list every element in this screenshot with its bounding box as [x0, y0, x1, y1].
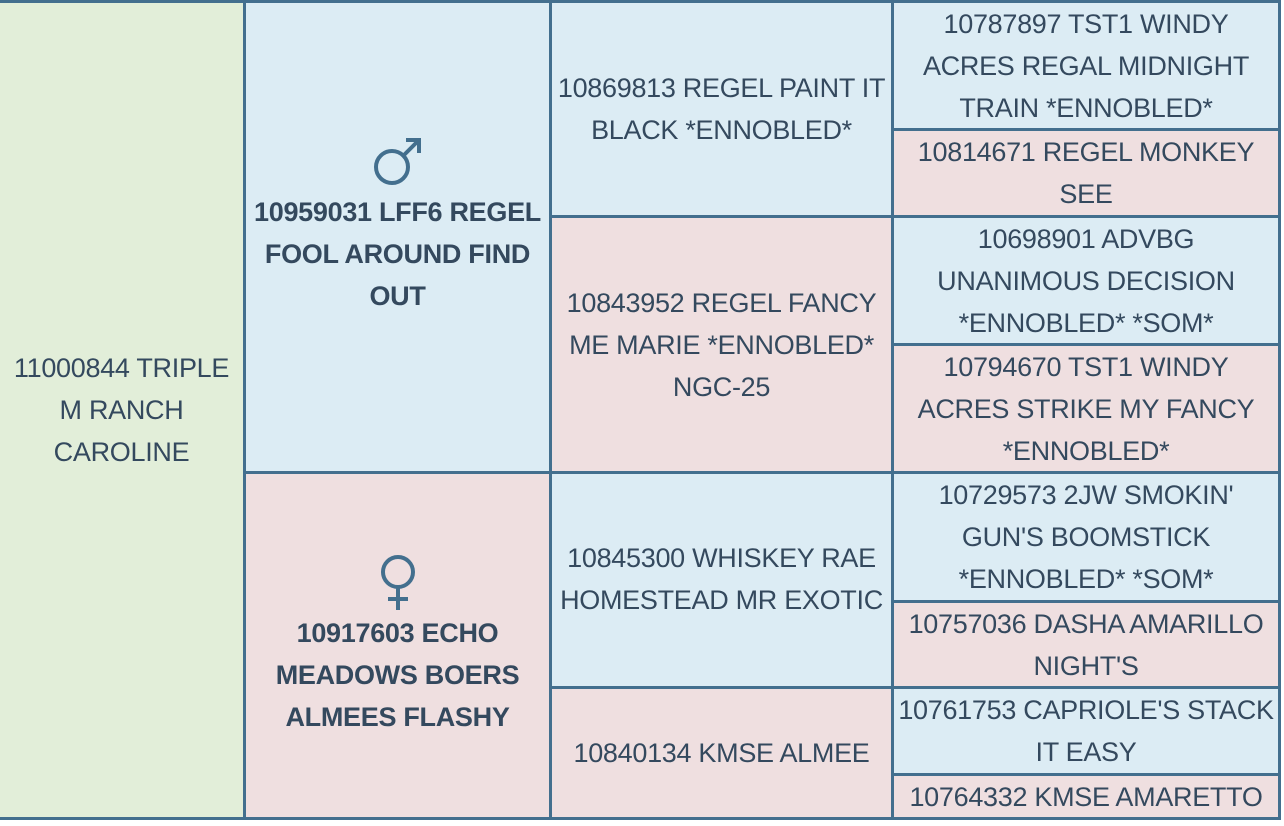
sire-cell[interactable]: 10959031 LFF6 REGEL FOOL AROUND FIND OUT: [246, 3, 549, 471]
sire-label: 10959031 LFF6 REGEL FOOL AROUND FIND OUT: [254, 197, 541, 311]
great-grandparent-label: 10814671 REGEL MONKEY SEE: [917, 137, 1255, 209]
grandparent-cell[interactable]: 10840134 KMSE ALMEE: [552, 689, 891, 817]
great-grandparent-cell[interactable]: 10814671 REGEL MONKEY SEE: [894, 131, 1278, 215]
subject-label: 11000844 TRIPLE M RANCH CAROLINE: [13, 353, 230, 467]
great-grandparent-label: 10729573 2JW SMOKIN' GUN'S BOOMSTICK *EN…: [938, 480, 1234, 594]
male-symbol-icon: [373, 138, 421, 185]
dam-cell[interactable]: 10917603 ECHO MEADOWS BOERS ALMEES FLASH…: [246, 474, 549, 817]
great-grandparent-label: 10761753 CAPRIOLE'S STACK IT EASY: [898, 695, 1274, 767]
grandparent-label: 10845300 WHISKEY RAE HOMESTEAD MR EXOTIC: [560, 543, 883, 615]
grandparent-cell[interactable]: 10845300 WHISKEY RAE HOMESTEAD MR EXOTIC: [552, 474, 891, 686]
great-grandparent-cell[interactable]: 10787897 TST1 WINDY ACRES REGAL MIDNIGHT…: [894, 3, 1278, 128]
great-grandparent-cell[interactable]: 10764332 KMSE AMARETTO: [894, 776, 1278, 817]
female-symbol-icon: [380, 554, 415, 610]
great-grandparent-cell[interactable]: 10794670 TST1 WINDY ACRES STRIKE MY FANC…: [894, 346, 1278, 471]
great-grandparent-label: 10794670 TST1 WINDY ACRES STRIKE MY FANC…: [917, 351, 1255, 466]
great-grandparent-cell[interactable]: 10761753 CAPRIOLE'S STACK IT EASY: [894, 689, 1278, 773]
grandparent-label: 10843952 REGEL FANCY ME MARIE *ENNOBLED*…: [566, 287, 877, 402]
great-grandparent-label: 10787897 TST1 WINDY ACRES REGAL MIDNIGHT…: [922, 8, 1250, 123]
grandparent-label: 10869813 REGEL PAINT IT BLACK *ENNOBLED*: [557, 73, 886, 145]
dam-label: 10917603 ECHO MEADOWS BOERS ALMEES FLASH…: [275, 617, 520, 732]
great-grandparent-cell[interactable]: 10698901 ADVBG UNANIMOUS DECISION *ENNOB…: [894, 218, 1278, 343]
great-grandparent-label: 10698901 ADVBG UNANIMOUS DECISION *ENNOB…: [937, 223, 1235, 338]
grandparent-cell[interactable]: 10869813 REGEL PAINT IT BLACK *ENNOBLED*: [552, 3, 891, 215]
great-grandparent-cell[interactable]: 10757036 DASHA AMARILLO NIGHT'S: [894, 603, 1278, 686]
subject-cell[interactable]: 11000844 TRIPLE M RANCH CAROLINE: [0, 3, 243, 817]
great-grandparent-label: 10764332 KMSE AMARETTO: [909, 781, 1263, 812]
great-grandparent-label: 10757036 DASHA AMARILLO NIGHT'S: [908, 608, 1264, 681]
grandparent-label: 10840134 KMSE ALMEE: [573, 738, 870, 768]
great-grandparent-cell[interactable]: 10729573 2JW SMOKIN' GUN'S BOOMSTICK *EN…: [894, 474, 1278, 600]
grandparent-cell[interactable]: 10843952 REGEL FANCY ME MARIE *ENNOBLED*…: [552, 218, 891, 471]
